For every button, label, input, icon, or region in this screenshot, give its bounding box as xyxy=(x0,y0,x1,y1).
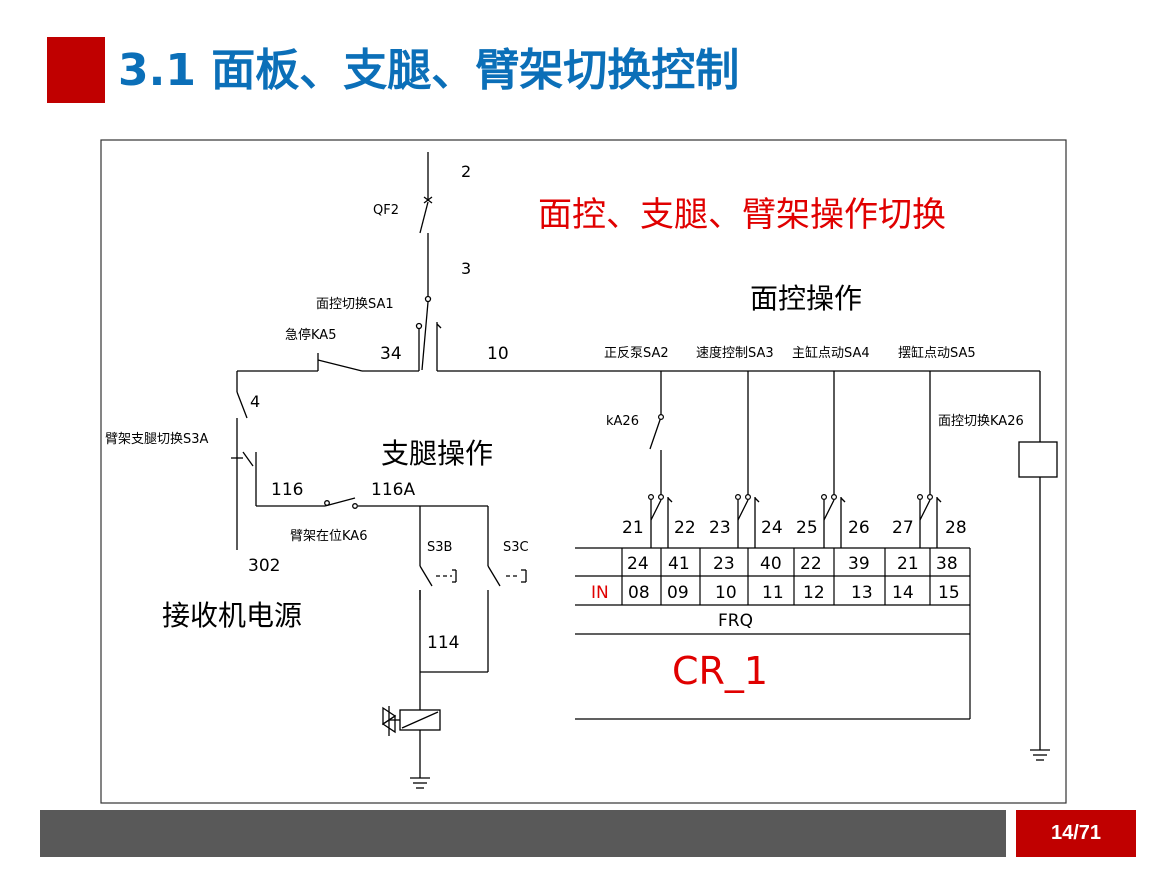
contact-number: 25 xyxy=(796,518,818,538)
page-number: 14/71 xyxy=(1016,810,1136,857)
controller-input-cell: 13 xyxy=(851,583,873,603)
section-panel-label: 面控操作 xyxy=(750,282,862,315)
controller-wire-row: 24 41 23 40 22 39 21 38 xyxy=(627,554,958,574)
section-power-label: 接收机电源 xyxy=(162,599,302,632)
controller-wire-cell: 41 xyxy=(668,554,690,574)
controller-wire-cell: 39 xyxy=(848,554,870,574)
controller-input-cell: 09 xyxy=(667,583,689,603)
diagram-frame xyxy=(100,139,1067,804)
label-s3c: S3C xyxy=(503,540,529,555)
page-title: 3.1 面板、支腿、臂架切换控制 xyxy=(118,45,740,96)
contact-number: 27 xyxy=(892,518,914,538)
controller-in-label: IN xyxy=(591,583,609,603)
controller-wire-cell: 40 xyxy=(760,554,782,574)
wire-label-2: 2 xyxy=(461,162,471,181)
footer-bar xyxy=(40,810,1006,857)
wiring-lines xyxy=(231,152,1058,789)
label-ka5: 急停KA5 xyxy=(285,327,336,343)
wire-label-3: 3 xyxy=(461,259,471,278)
wire-label-4: 4 xyxy=(250,392,260,411)
contact-number: 26 xyxy=(848,518,870,538)
label-qf2: QF2 xyxy=(373,203,399,218)
label-sa3: 速度控制SA3 xyxy=(696,345,774,361)
controller-wire-cell: 22 xyxy=(800,554,822,574)
title-accent-square xyxy=(47,37,105,103)
controller-input-cell: 12 xyxy=(803,583,825,603)
wire-label-10: 10 xyxy=(487,344,509,364)
controller-wire-cell: 23 xyxy=(713,554,735,574)
label-ka26-contact: kA26 xyxy=(606,414,639,429)
wire-label-34: 34 xyxy=(380,344,402,364)
contact-number: 28 xyxy=(945,518,967,538)
controller-wire-cell: 38 xyxy=(936,554,958,574)
section-outrigger-label: 支腿操作 xyxy=(381,437,493,470)
contact-number: 22 xyxy=(674,518,696,538)
label-ka6: 臂架在位KA6 xyxy=(290,529,367,544)
wire-label-302: 302 xyxy=(248,556,280,576)
controller-input-cell: 15 xyxy=(938,583,960,603)
label-s3b: S3B xyxy=(427,540,452,555)
contact-number: 24 xyxy=(761,518,783,538)
controller-wire-cell: 24 xyxy=(627,554,649,574)
label-sa5: 摆缸点动SA5 xyxy=(898,345,976,361)
label-sa2: 正反泵SA2 xyxy=(604,346,669,361)
label-s3a: 臂架支腿切换S3A xyxy=(105,432,209,447)
contact-number: 23 xyxy=(709,518,731,538)
wire-label-116: 116 xyxy=(271,480,303,500)
contact-terminals xyxy=(647,414,933,501)
wire-label-114: 114 xyxy=(427,633,459,653)
controller-wire-cell: 21 xyxy=(897,554,919,574)
contact-number: 21 xyxy=(622,518,644,538)
contact-numbers: 21 22 23 24 25 26 27 28 xyxy=(622,518,967,538)
controller-input-row: 08 09 10 11 12 13 14 15 xyxy=(628,583,960,603)
controller-module xyxy=(575,547,971,720)
label-ka26-coil: 面控切换KA26 xyxy=(938,414,1024,429)
controller-input-cell: 08 xyxy=(628,583,650,603)
label-sa1: 面控切换SA1 xyxy=(316,297,394,312)
diagram-main-heading: 面控、支腿、臂架操作切换 xyxy=(538,195,946,235)
controller-module-label: FRQ xyxy=(718,611,753,631)
controller-name: CR_1 xyxy=(672,649,768,693)
controller-input-cell: 14 xyxy=(892,583,914,603)
label-sa4: 主缸点动SA4 xyxy=(792,345,870,361)
controller-input-cell: 11 xyxy=(762,583,784,603)
wire-label-116a: 116A xyxy=(371,480,415,500)
controller-input-cell: 10 xyxy=(715,583,737,603)
